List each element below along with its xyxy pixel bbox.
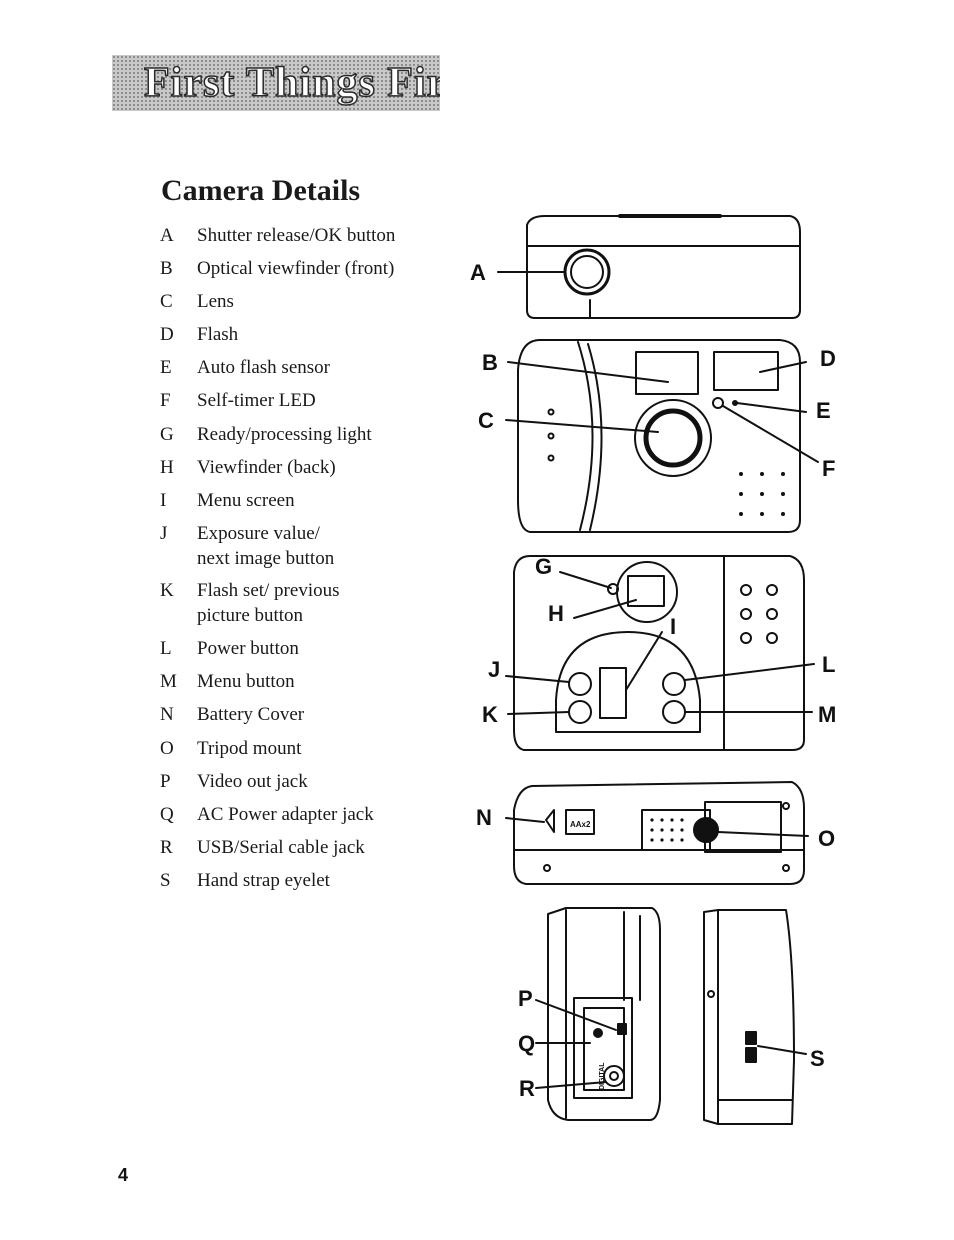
callout-letter-F: F bbox=[822, 456, 835, 481]
camera-back-view bbox=[513, 555, 805, 751]
callout-letter-Q: Q bbox=[518, 1031, 535, 1056]
callout-letter-S: S bbox=[810, 1046, 825, 1071]
callout-letter-A: A bbox=[470, 260, 486, 285]
part-description: Battery Cover bbox=[197, 704, 305, 725]
callout-letter-J: J bbox=[488, 657, 500, 682]
part-letter: M bbox=[160, 671, 177, 692]
callout-letter-B: B bbox=[482, 350, 498, 375]
part-letter: F bbox=[160, 390, 171, 411]
callout-letter-D: D bbox=[820, 346, 836, 371]
part-letter: O bbox=[160, 738, 174, 759]
part-description: Flash set/ previous picture button bbox=[197, 580, 340, 626]
camera-left-side-view bbox=[547, 907, 661, 1121]
callout-letter-H: H bbox=[548, 601, 564, 626]
callout-letter-E: E bbox=[816, 398, 831, 423]
callout-letter-C: C bbox=[478, 408, 494, 433]
page-number: 4 bbox=[118, 1165, 129, 1185]
part-letter: L bbox=[160, 638, 172, 659]
section-title: Camera Details bbox=[161, 174, 361, 207]
part-letter: Q bbox=[160, 804, 174, 825]
chapter-banner: First Things First bbox=[112, 55, 440, 111]
camera-bottom-view bbox=[513, 781, 805, 885]
jack-panel-label: DIGITAL bbox=[599, 1062, 606, 1090]
part-description: Viewfinder (back) bbox=[197, 457, 336, 478]
part-description: Hand strap eyelet bbox=[197, 870, 330, 891]
part-description: Power button bbox=[197, 638, 299, 659]
part-description: Auto flash sensor bbox=[197, 357, 330, 378]
callout-letter-R: R bbox=[519, 1076, 535, 1101]
callout-letter-O: O bbox=[818, 826, 835, 851]
part-description: Menu screen bbox=[197, 490, 295, 511]
part-description: USB/Serial cable jack bbox=[197, 837, 365, 858]
part-letter: D bbox=[160, 324, 174, 345]
part-letter: N bbox=[160, 704, 174, 725]
part-letter: B bbox=[160, 258, 173, 279]
battery-label: AAx2 bbox=[570, 820, 591, 829]
part-letter: J bbox=[160, 523, 168, 544]
part-description: Tripod mount bbox=[197, 738, 302, 759]
part-description: AC Power adapter jack bbox=[197, 804, 374, 825]
part-description: Ready/processing light bbox=[197, 424, 372, 445]
part-description: Shutter release/OK button bbox=[197, 225, 396, 246]
part-description: Lens bbox=[197, 291, 234, 312]
part-description: Video out jack bbox=[197, 771, 308, 792]
camera-right-side-view bbox=[703, 909, 795, 1125]
part-letter: R bbox=[160, 837, 173, 858]
part-letter: I bbox=[160, 490, 167, 511]
part-letter: S bbox=[160, 870, 171, 891]
part-letter: C bbox=[160, 291, 173, 312]
part-letter: A bbox=[160, 225, 174, 246]
part-letter: H bbox=[160, 457, 174, 478]
part-letter: P bbox=[160, 771, 171, 792]
chapter-banner-text: First Things First bbox=[143, 59, 440, 107]
part-description: Optical viewfinder (front) bbox=[197, 258, 395, 279]
callout-letter-N: N bbox=[476, 805, 492, 830]
part-letter: G bbox=[160, 424, 174, 445]
part-letter: E bbox=[160, 357, 172, 378]
part-description: Exposure value/ next image button bbox=[197, 523, 335, 569]
callout-letter-L: L bbox=[822, 652, 835, 677]
callout-letter-I: I bbox=[670, 614, 676, 639]
part-letter: K bbox=[160, 580, 174, 601]
camera-top-view bbox=[526, 214, 801, 319]
part-description: Flash bbox=[197, 324, 239, 345]
callout-letter-K: K bbox=[482, 702, 498, 727]
callout-letter-P: P bbox=[518, 986, 533, 1011]
callout-letter-M: M bbox=[818, 702, 836, 727]
camera-diagram: A B C D E F bbox=[470, 214, 836, 1125]
part-description: Menu button bbox=[197, 671, 295, 692]
part-description: Self-timer LED bbox=[197, 390, 316, 411]
callout-letter-G: G bbox=[535, 554, 552, 579]
